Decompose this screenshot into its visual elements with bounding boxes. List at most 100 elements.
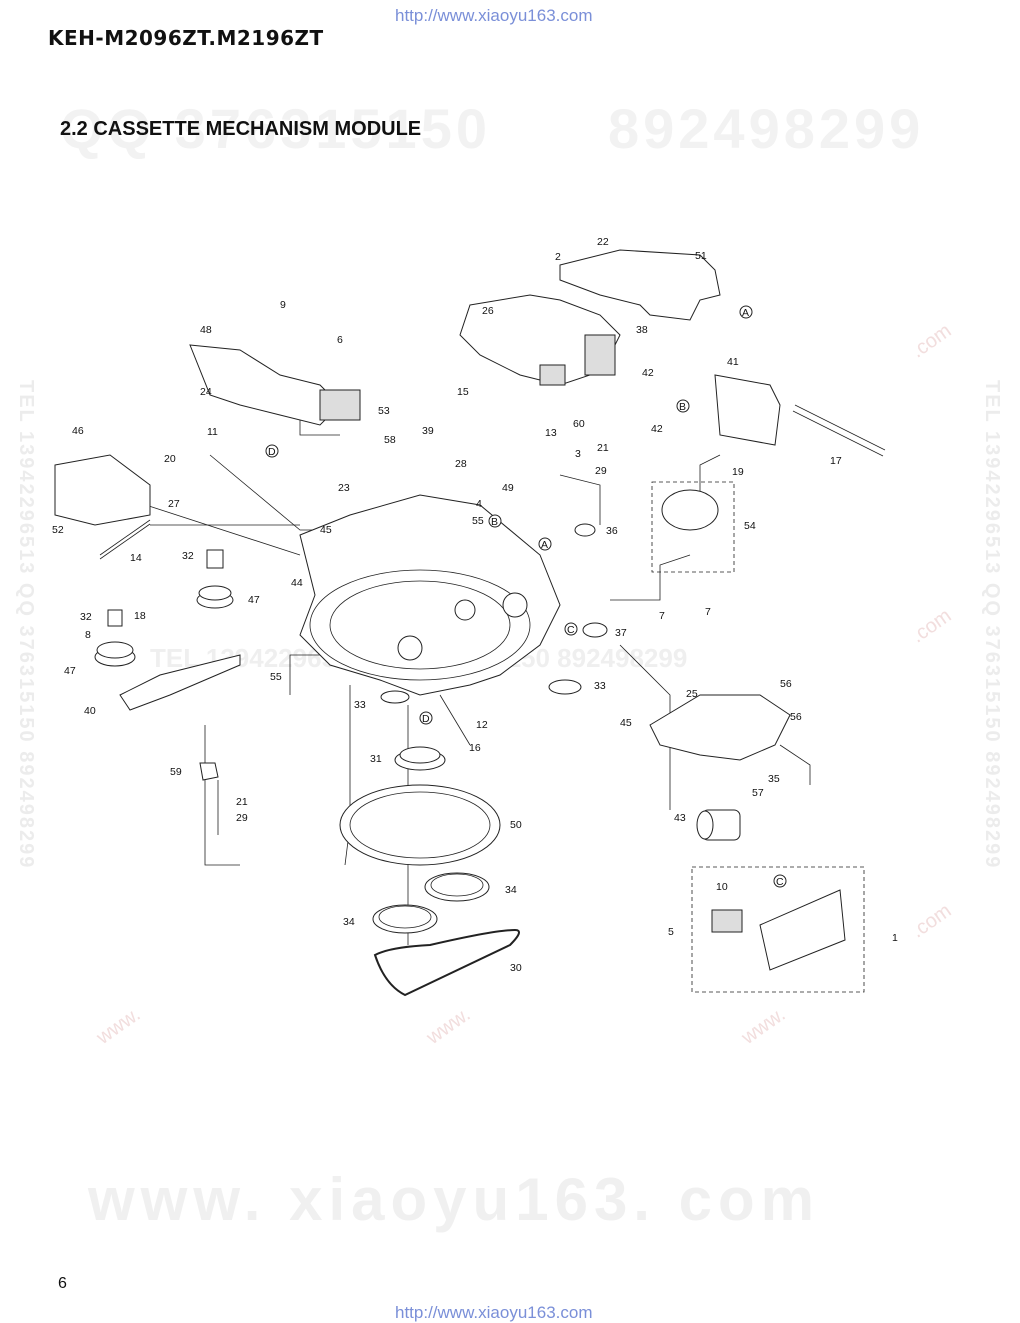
callout-26: 26 <box>482 305 494 317</box>
callout-22: 22 <box>597 236 609 248</box>
callout-51: 51 <box>695 250 707 262</box>
callout-13: 13 <box>545 427 557 439</box>
callout-15: 15 <box>457 386 469 398</box>
callout-6: 6 <box>337 334 343 346</box>
callout-19: 19 <box>732 466 744 478</box>
ref-d-1: D <box>268 446 276 458</box>
ribbon-17 <box>792 404 886 457</box>
callout-27: 27 <box>168 498 180 510</box>
callout-34b: 34 <box>343 916 355 928</box>
callout-21b: 21 <box>236 796 248 808</box>
callout-43: 43 <box>674 812 686 824</box>
section-title: 2.2 CASSETTE MECHANISM MODULE <box>60 118 422 140</box>
callout-58: 58 <box>384 434 396 446</box>
callout-20: 20 <box>164 453 176 465</box>
motor-54 <box>661 489 719 531</box>
gear-33-left <box>380 690 410 704</box>
watermark-side-left: TEL 13942296513 QQ 376315150 892498299 <box>15 380 37 870</box>
ref-c-2: C <box>776 876 784 888</box>
callout-57: 57 <box>752 787 764 799</box>
ref-a-2: A <box>541 539 548 551</box>
callout-56b: 56 <box>790 711 802 723</box>
callout-45b: 45 <box>620 717 632 729</box>
callout-55b: 55 <box>270 671 282 683</box>
callout-7b: 7 <box>705 606 711 618</box>
watermark-footer: www. xiaoyu163. com <box>88 1166 821 1233</box>
callout-1: 1 <box>892 932 898 944</box>
callout-60: 60 <box>573 418 585 430</box>
ref-d-2: D <box>422 713 430 725</box>
callout-33b: 33 <box>354 699 366 711</box>
callout-50: 50 <box>510 819 522 831</box>
callout-29: 29 <box>595 465 607 477</box>
gear-33-right <box>548 679 582 695</box>
gear-36 <box>574 523 596 537</box>
callout-3: 3 <box>575 448 581 460</box>
watermark-side-right: TEL 13942296513 QQ 376315150 892498299 <box>981 380 1003 870</box>
callout-16: 16 <box>469 742 481 754</box>
callout-14: 14 <box>130 552 142 564</box>
callout-44: 44 <box>291 577 303 589</box>
callout-17: 17 <box>830 455 842 467</box>
callout-28: 28 <box>455 458 467 470</box>
callout-41: 41 <box>727 356 739 368</box>
callout-12: 12 <box>476 719 488 731</box>
belt-30 <box>373 928 520 997</box>
ref-a-1: A <box>742 307 749 319</box>
watermark-qq-left: QQ 376315150 <box>60 97 491 160</box>
callout-53: 53 <box>378 405 390 417</box>
exploded-view-diagram: 22 2 51 26 38 9 48 6 24 53 11 42 41 42 1… <box>52 236 898 997</box>
lever-40 <box>119 654 241 711</box>
motor-54-box <box>651 481 735 573</box>
ref-b-1: B <box>679 401 686 413</box>
flywheel-34-left <box>372 904 438 934</box>
cam-plate-50 <box>339 784 501 866</box>
callout-56a: 56 <box>780 678 792 690</box>
callout-8: 8 <box>85 629 91 641</box>
bottom-url-link[interactable]: http://www.xiaoyu163.com <box>395 1303 593 1322</box>
callout-29b: 29 <box>236 812 248 824</box>
callout-37: 37 <box>615 627 627 639</box>
callout-21: 21 <box>597 442 609 454</box>
lever-59 <box>199 762 219 835</box>
callout-45: 45 <box>320 524 332 536</box>
callout-42a: 42 <box>642 367 654 379</box>
callout-25: 25 <box>686 688 698 700</box>
reference-markers: A B D B A C D C <box>265 305 787 888</box>
callout-30: 30 <box>510 962 522 974</box>
callout-39: 39 <box>422 425 434 437</box>
callout-34a: 34 <box>505 884 517 896</box>
gear-47-left <box>94 609 136 667</box>
top-url-link[interactable]: http://www.xiaoyu163.com <box>395 6 593 25</box>
main-chassis <box>299 494 561 696</box>
callout-36: 36 <box>606 525 618 537</box>
callout-40: 40 <box>84 705 96 717</box>
callout-49: 49 <box>502 482 514 494</box>
pcb-5 <box>759 889 846 971</box>
callout-7a: 7 <box>659 610 665 622</box>
model-number: KEH-M2096ZT.M2196ZT <box>48 26 324 50</box>
callout-2: 2 <box>555 251 561 263</box>
callout-5: 5 <box>668 926 674 938</box>
callout-labels: 22 2 51 26 38 9 48 6 24 53 11 42 41 42 1… <box>52 236 898 974</box>
watermark-qq-right: 892498299 <box>608 97 925 160</box>
page-number: 6 <box>58 1275 67 1292</box>
ref-b-2: B <box>491 516 498 528</box>
ref-c-1: C <box>567 624 575 636</box>
head-plate-assembly <box>459 249 721 386</box>
head-assembly <box>189 344 361 436</box>
gear-47-right <box>196 549 234 609</box>
plate-41 <box>714 374 781 446</box>
callout-55: 55 <box>472 515 484 527</box>
callout-35: 35 <box>768 773 780 785</box>
callout-10: 10 <box>716 881 728 893</box>
callout-31: 31 <box>370 753 382 765</box>
callout-47a: 47 <box>248 594 260 606</box>
gear-31 <box>394 746 446 771</box>
motor-43 <box>696 809 741 841</box>
slide-plate-left <box>54 454 151 560</box>
plate-25 <box>649 694 791 761</box>
callout-47b: 47 <box>64 665 76 677</box>
flywheel-34-right <box>424 872 490 902</box>
callout-48: 48 <box>200 324 212 336</box>
